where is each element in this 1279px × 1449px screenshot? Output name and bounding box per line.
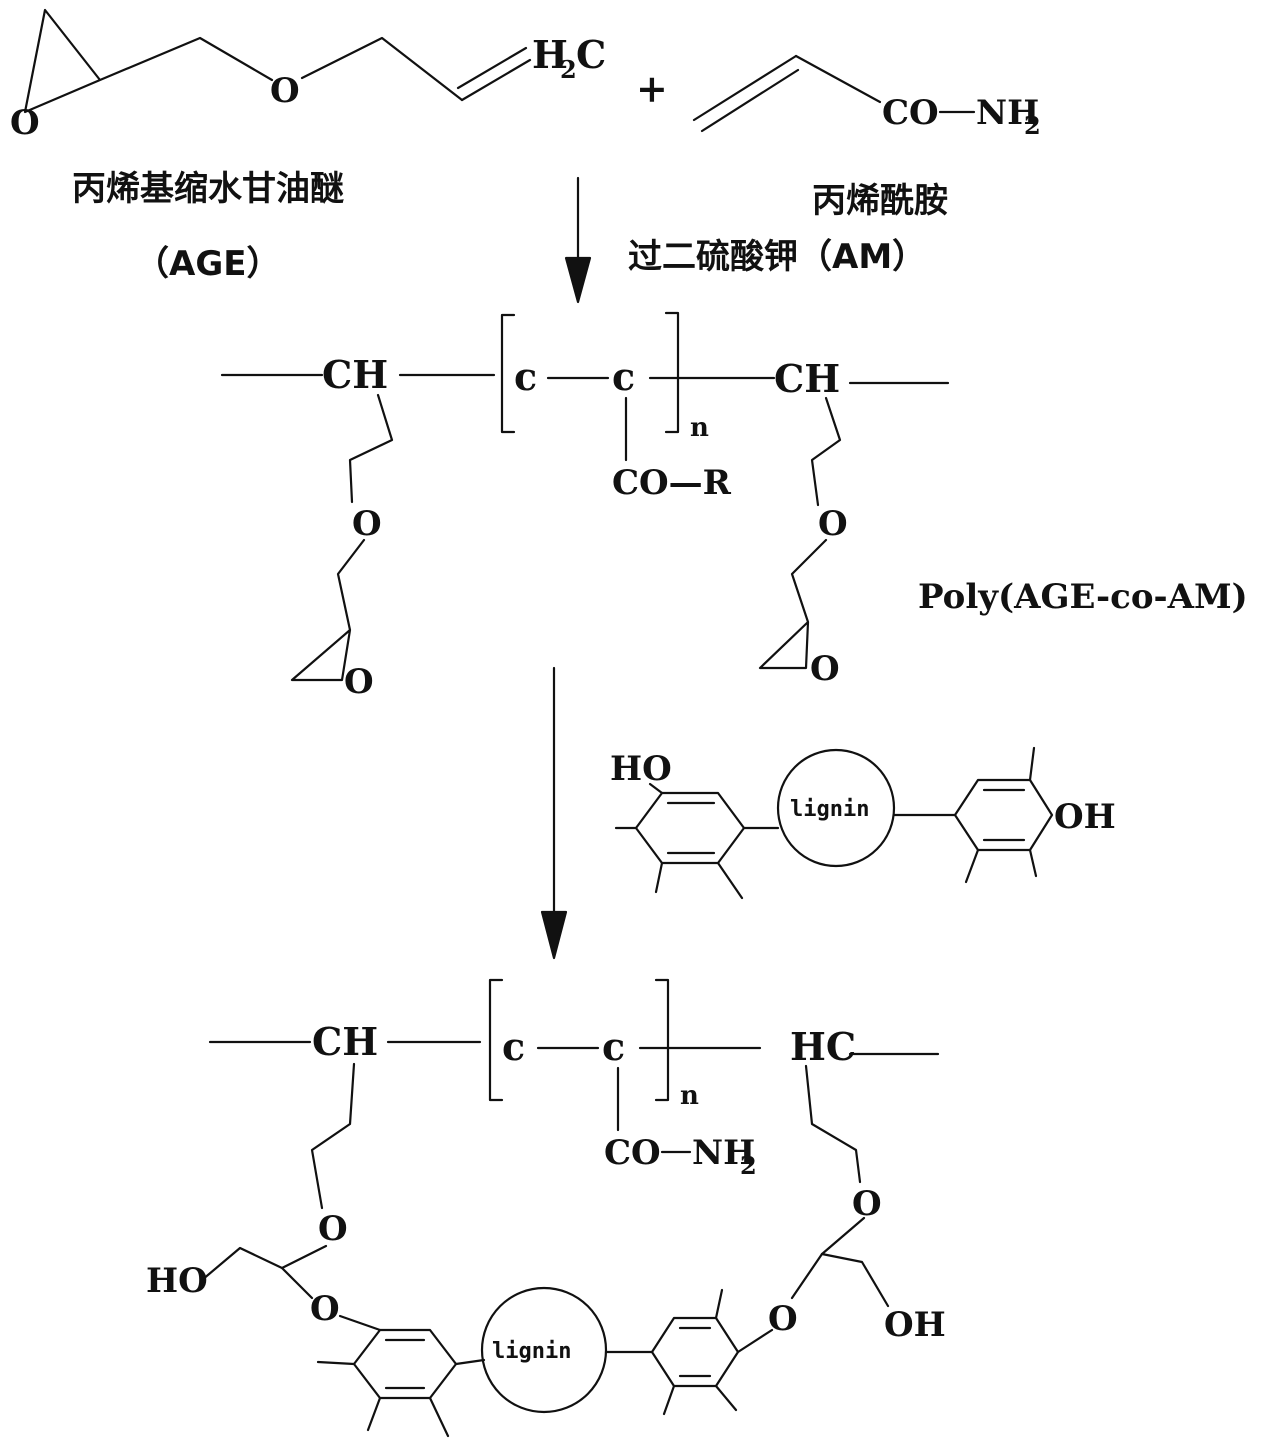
copolymer-left-epoxide (292, 540, 364, 680)
product-left-methyl-a (318, 1362, 354, 1364)
product-right-bracket (656, 980, 668, 1100)
am-double-bond-b (702, 70, 798, 131)
reagent-oh: OH (1054, 797, 1116, 837)
reagent-left-methyl-b (656, 863, 662, 892)
age-bonds (25, 10, 272, 112)
copolymer-c1: c (514, 354, 537, 399)
product-left-link (456, 1360, 484, 1364)
product-left-glycerol (202, 1246, 326, 1280)
product-left-o-ring-bond (340, 1316, 380, 1330)
arrow-step-2 (542, 668, 566, 958)
copolymer-left-bracket (502, 315, 514, 432)
product-right-oh: OH (884, 1305, 946, 1345)
copolymer-structure: CH c c n CH CO—R O O O O (222, 313, 948, 702)
age-h2c-sub: 2 (560, 55, 577, 84)
copolymer-left-ether-o: O (352, 504, 382, 544)
copolymer-left-sidechain (350, 395, 392, 502)
copolymer-right-ether-o: O (818, 504, 848, 544)
copolymer-ch-right: CH (774, 356, 840, 401)
lignin-reagent: HO lignin OH (610, 748, 1116, 898)
product-left-methyl-c (430, 1398, 448, 1436)
age-chinese-name: 丙烯基缩水甘油醚 (72, 169, 344, 209)
copolymer-left-ring-o: O (344, 662, 374, 702)
age-ether-oxygen: O (270, 71, 300, 111)
reagent-right-methyl-b (1030, 850, 1036, 876)
product-right-sidechain (806, 1066, 860, 1182)
age-molecule: O O H 2 C (10, 10, 606, 143)
age-abbreviation: （AGE） (135, 244, 280, 284)
product-hc-right: HC (790, 1024, 856, 1069)
reagent-lignin-label: lignin (790, 797, 869, 822)
product-c1: c (502, 1024, 525, 1069)
arrow-step-1 (566, 178, 590, 302)
am-double-bond-a (694, 56, 796, 120)
product-left-c-o-bond (282, 1268, 312, 1298)
reagent-ho: HO (610, 749, 672, 789)
age-h2c-c: C (576, 32, 606, 77)
product-left-methyl-b (368, 1398, 380, 1430)
product-right-glycerol (822, 1218, 888, 1306)
product-right-methyl-c (716, 1386, 736, 1410)
am-molecule: CO NH 2 (694, 56, 1041, 140)
age-ring-oxygen: O (10, 103, 40, 143)
arrow-1-head (566, 258, 590, 302)
product-structure: CH c c n HC CO NH 2 O HO O lignin (146, 980, 946, 1436)
am-chinese-name: 丙烯酰胺 (812, 181, 948, 221)
product-left-aryl-o: O (310, 1289, 340, 1329)
copolymer-ch-left: CH (322, 352, 388, 397)
product-nh-sub: 2 (740, 1151, 757, 1180)
product-ch-left: CH (312, 1019, 378, 1064)
product-co: CO (604, 1133, 661, 1173)
arrow-2-head (542, 912, 566, 958)
product-left-ether-o: O (318, 1209, 348, 1249)
reagent-right-methyl-a (1030, 748, 1034, 780)
reagent-left-methyl-c (718, 863, 742, 898)
product-right-o-ring-bond (738, 1330, 772, 1352)
am-single-bond (796, 56, 880, 102)
product-n: n (680, 1081, 699, 1111)
reagent-right-methyl-c (966, 850, 978, 882)
copolymer-right-bracket (666, 313, 678, 432)
copolymer-right-sidechain (812, 398, 840, 505)
product-right-aryl-o: O (768, 1299, 798, 1339)
product-lignin-label: lignin (492, 1339, 571, 1364)
age-allyl-bonds (302, 38, 462, 100)
catalyst-label: 过二硫酸钾（AM） (628, 237, 926, 277)
copolymer-co-r: CO—R (612, 463, 732, 503)
product-c2: c (602, 1024, 625, 1069)
product-right-methyl-b (664, 1386, 674, 1414)
product-right-ether-o: O (852, 1184, 882, 1224)
copolymer-right-ring-o: O (810, 649, 840, 689)
product-left-bracket (490, 980, 502, 1100)
copolymer-n: n (690, 413, 709, 443)
product-right-methyl-a (716, 1290, 722, 1318)
copolymer-name: Poly(AGE-co-AM) (918, 577, 1248, 617)
product-left-ho: HO (146, 1261, 208, 1301)
am-nh-sub: 2 (1024, 111, 1041, 140)
product-left-sidechain (312, 1064, 354, 1208)
product-right-c-o-bond (792, 1254, 822, 1298)
am-co: CO (882, 93, 939, 133)
copolymer-c2: c (612, 354, 635, 399)
plus-sign: + (636, 66, 668, 111)
